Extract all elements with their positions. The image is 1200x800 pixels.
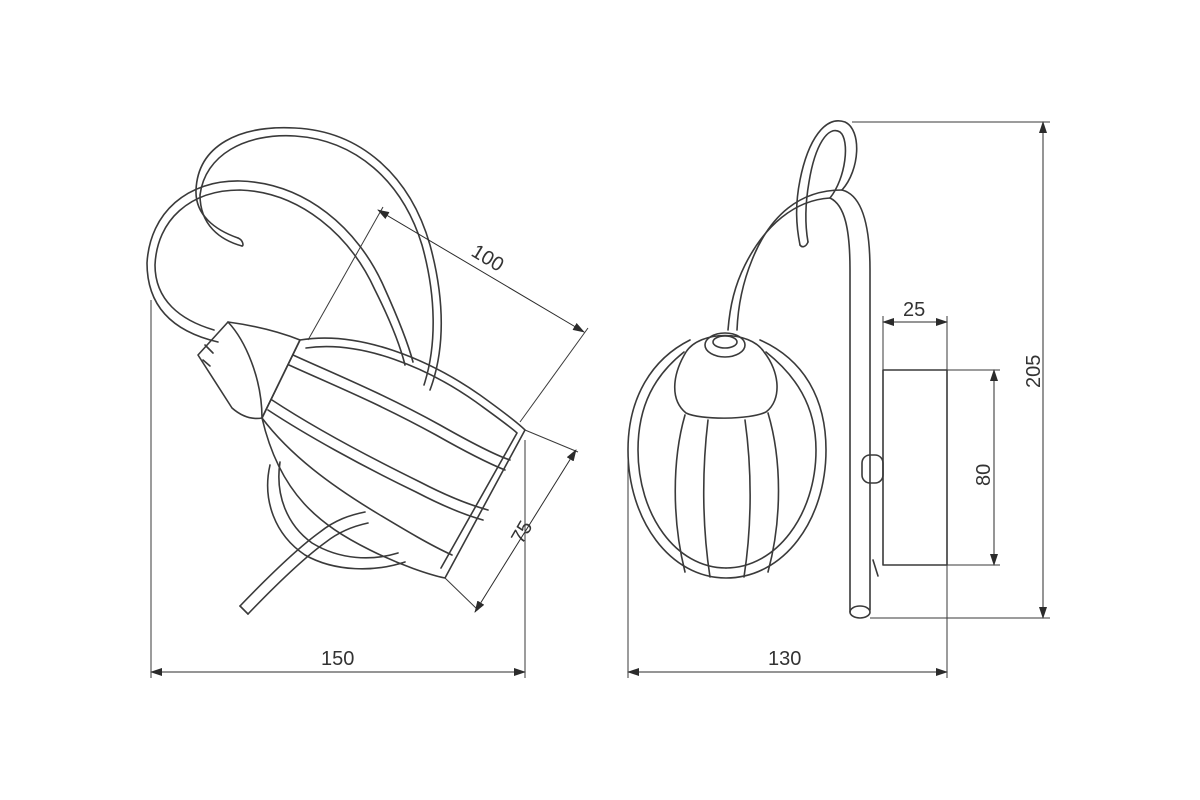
side-socket-top: [704, 332, 746, 358]
side-socket-body: [674, 334, 778, 419]
side-vertical-rod: [829, 197, 851, 613]
side-socket-top-inner: [712, 335, 738, 349]
side-shade-inner-left: [637, 351, 727, 569]
side-shade-outline: [627, 339, 827, 579]
dim-25-label: 25: [903, 299, 925, 321]
front-socket-edge: [227, 321, 263, 419]
dim-75-label: 75: [507, 517, 537, 547]
front-stem-end: [239, 605, 249, 615]
side-shade-stripe-4: [767, 412, 780, 573]
dim-100-label: 100: [467, 240, 507, 276]
side-plate-knob: [861, 454, 884, 484]
side-shade-stripe-2: [702, 419, 711, 578]
front-shade-inner: [305, 345, 518, 569]
side-shade-inner-right: [725, 351, 817, 569]
side-shade-stripe-1: [674, 414, 686, 573]
front-lower-stem: [239, 511, 366, 607]
front-wall-plate: [266, 464, 406, 570]
dim-75-ext-2: [444, 577, 479, 611]
side-top-hook: [795, 120, 858, 246]
dim-100-ext-1: [307, 206, 384, 341]
front-shade-stripe-3: [261, 417, 453, 556]
dim-100-ext-2: [519, 327, 589, 423]
front-main-arm-inner: [146, 180, 414, 363]
front-socket-ring: [202, 344, 214, 367]
dim-205-label: 205: [1023, 355, 1045, 388]
side-shade-arm: [727, 197, 831, 331]
front-shade-outline: [261, 337, 526, 579]
side-wire-end: [872, 559, 879, 577]
front-main-arm: [154, 189, 406, 366]
side-shade-arm-inner: [736, 189, 843, 331]
front-shade-stripe-2b: [267, 409, 484, 521]
front-shade-stripe-2: [271, 399, 489, 511]
dim-80-label: 80: [973, 464, 995, 486]
front-outer-arc: [195, 126, 442, 391]
dim-150-label: 150: [321, 648, 354, 670]
front-shade-stripe-1b: [288, 364, 506, 471]
side-view: 25 80 205 130: [627, 120, 1050, 678]
side-hook-tip: [799, 241, 809, 248]
side-rod-end: [849, 605, 871, 619]
dim-130-label: 130: [768, 648, 801, 670]
front-wall-plate-inner: [278, 461, 399, 559]
side-top-hook-inner: [805, 129, 847, 243]
dim-100-line: [377, 209, 585, 333]
dim-75-ext-1: [524, 429, 579, 453]
front-arc-hook: [237, 237, 244, 247]
side-wall-plate: [882, 369, 948, 566]
front-lower-stem-inner: [247, 522, 369, 615]
front-view: 100 75 150: [146, 126, 589, 678]
side-vertical-rod-inner: [841, 189, 871, 611]
side-shade-stripe-3: [743, 419, 751, 578]
